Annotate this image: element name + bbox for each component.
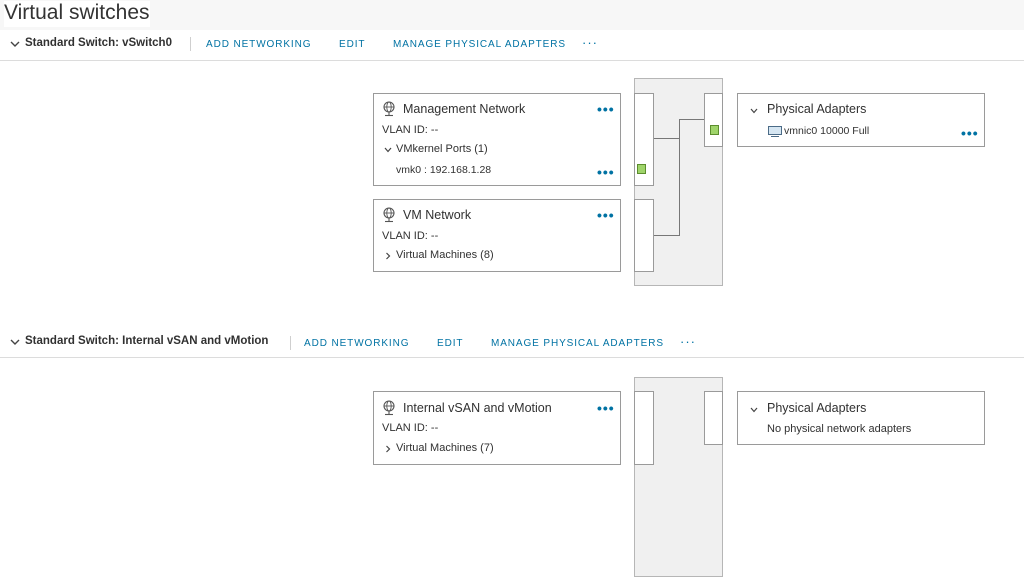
edit-button[interactable]: EDIT [339, 39, 366, 50]
switch-header-internal-vsan-vmotion: Standard Switch: Internal vSAN and vMoti… [0, 328, 1024, 358]
more-actions-button[interactable]: ··· [582, 35, 598, 50]
physical-adapters-title: Physical Adapters [767, 401, 867, 415]
divider [290, 336, 291, 350]
uplink-slot [704, 93, 723, 147]
active-port-indicator [637, 164, 646, 174]
physical-adapters-card: Physical Adapters No physical network ad… [737, 391, 985, 445]
chevron-down-icon[interactable] [383, 145, 393, 155]
switch-title: Standard Switch: Internal vSAN and vMoti… [25, 335, 269, 347]
manage-physical-adapters-button[interactable]: MANAGE PHYSICAL ADAPTERS [491, 338, 664, 349]
vlan-id: VLAN ID: -- [382, 422, 439, 434]
virtual-machines-toggle[interactable]: Virtual Machines (7) [396, 442, 494, 454]
active-uplink-indicator [710, 125, 719, 135]
vlan-id: VLAN ID: -- [382, 124, 439, 136]
portgroup-card-management-network[interactable]: Management Network ••• VLAN ID: -- VMker… [373, 93, 621, 186]
add-networking-button[interactable]: ADD NETWORKING [206, 39, 312, 50]
portgroup-more-button[interactable]: ••• [597, 400, 615, 416]
physical-adapter-item[interactable]: vmnic0 10000 Full [784, 125, 870, 137]
virtual-machines-toggle[interactable]: Virtual Machines (8) [396, 249, 494, 261]
divider [190, 37, 191, 51]
edit-button[interactable]: EDIT [437, 338, 464, 349]
port-slot [634, 199, 654, 272]
chevron-right-icon[interactable] [383, 251, 393, 261]
portgroup-card-internal-vsan-vmotion[interactable]: Internal vSAN and vMotion ••• VLAN ID: -… [373, 391, 621, 465]
physical-adapters-card: Physical Adapters vmnic0 10000 Full ••• [737, 93, 985, 147]
network-globe-icon [383, 207, 395, 223]
connection-line [654, 235, 679, 236]
portgroup-more-button[interactable]: ••• [597, 207, 615, 223]
no-adapters-message: No physical network adapters [767, 423, 912, 435]
manage-physical-adapters-button[interactable]: MANAGE PHYSICAL ADAPTERS [393, 39, 566, 50]
connection-line [679, 119, 680, 236]
portgroup-name: Management Network [403, 102, 526, 116]
connection-line [654, 138, 679, 139]
more-actions-button[interactable]: ··· [680, 334, 696, 349]
switch-header-vswitch0: Standard Switch: vSwitch0 ADD NETWORKING… [0, 30, 1024, 61]
portgroup-card-vm-network[interactable]: VM Network ••• VLAN ID: -- Virtual Machi… [373, 199, 621, 272]
port-slot [634, 391, 654, 465]
network-globe-icon [383, 400, 395, 416]
port-slot [634, 93, 654, 186]
vmkernel-port-more-button[interactable]: ••• [597, 164, 615, 180]
chevron-down-icon[interactable] [8, 37, 22, 51]
portgroup-name: Internal vSAN and vMotion [403, 401, 552, 415]
physical-adapter-more-button[interactable]: ••• [961, 125, 979, 141]
chevron-right-icon[interactable] [383, 444, 393, 454]
add-networking-button[interactable]: ADD NETWORKING [304, 338, 410, 349]
chevron-down-icon[interactable] [8, 335, 22, 349]
page-title: Virtual switches [4, 1, 150, 27]
vlan-id: VLAN ID: -- [382, 230, 439, 242]
connection-line [679, 119, 704, 120]
nic-card-icon [768, 126, 782, 137]
network-globe-icon [383, 101, 395, 117]
chevron-down-icon[interactable] [749, 106, 759, 116]
portgroup-name: VM Network [403, 208, 472, 222]
physical-adapters-title: Physical Adapters [767, 102, 867, 116]
title-band [0, 0, 1024, 30]
vmkernel-ports-toggle[interactable]: VMkernel Ports (1) [396, 143, 488, 155]
portgroup-more-button[interactable]: ••• [597, 101, 615, 117]
switch-title: Standard Switch: vSwitch0 [25, 37, 172, 49]
chevron-down-icon[interactable] [749, 405, 759, 415]
vmkernel-port-item[interactable]: vmk0 : 192.168.1.28 [396, 164, 492, 176]
uplink-slot [704, 391, 723, 445]
